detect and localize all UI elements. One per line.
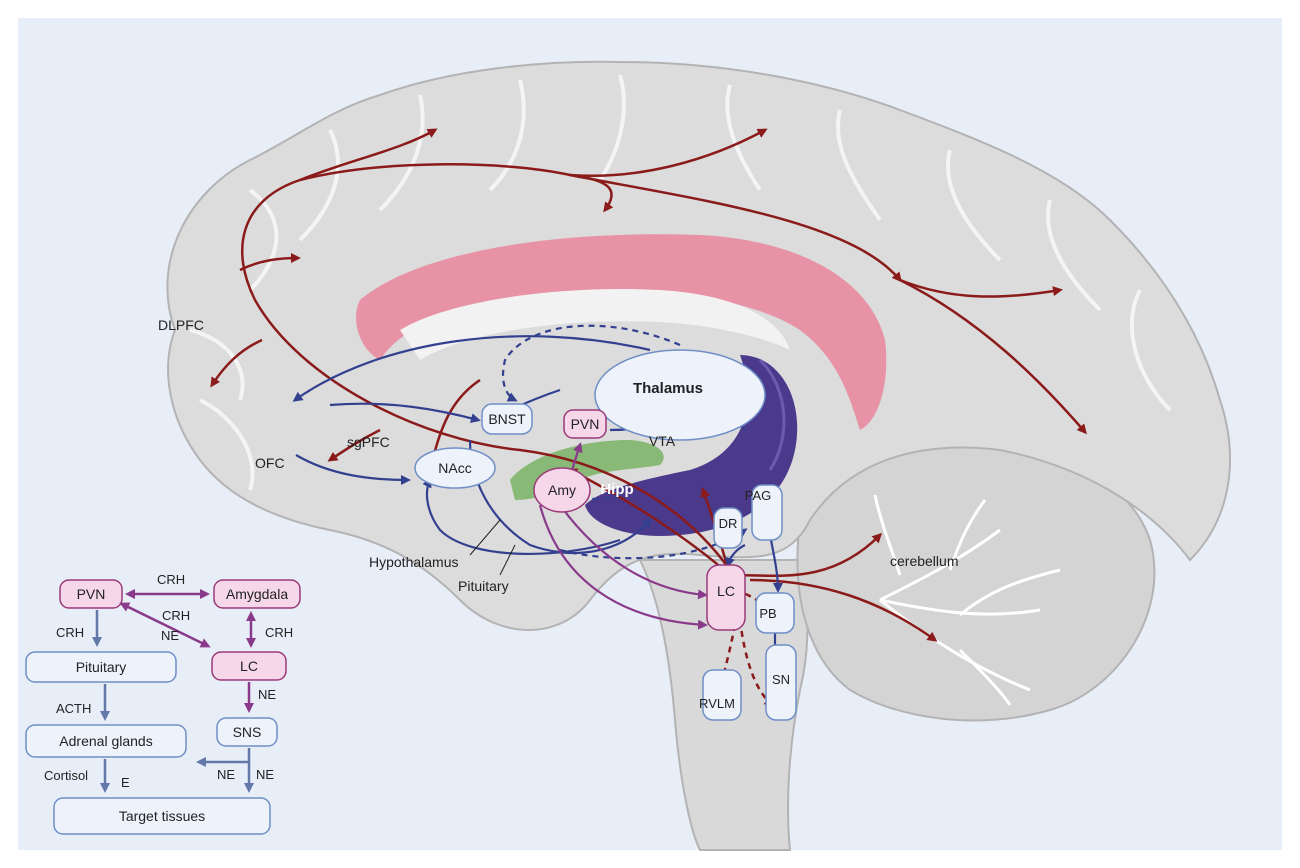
- pathway-pvn-box: [59, 579, 123, 609]
- cerebellum-label: cerebellum: [890, 553, 958, 569]
- pathway-pvn-label: PVN: [77, 586, 106, 602]
- blue-arrow-dlpfc: [292, 335, 651, 402]
- edge-crh-left: CRH: [56, 625, 84, 640]
- red-arrow-cortex: [241, 163, 902, 571]
- edge-crh-top: CRH: [157, 572, 185, 587]
- thalamus-node: [594, 349, 766, 441]
- pag-node: [751, 484, 783, 541]
- purple-arrow-amy-lc-2: [559, 504, 708, 600]
- gyri: [189, 74, 1172, 491]
- pathway-sns-label: SNS: [233, 724, 262, 740]
- sgpfc-label: sgPFC: [347, 434, 390, 450]
- edge-ne-lc: NE: [258, 687, 276, 702]
- pb-node: [755, 592, 795, 634]
- red-arrow-branch-6: [899, 278, 1063, 298]
- rvlm-node: [702, 669, 742, 721]
- pathway-pituitary-box: [25, 651, 177, 683]
- blue-arrow-pag-pb: [768, 534, 783, 593]
- pituitary-pointer: [499, 544, 516, 576]
- area-labels: DLPFC sgPFC OFC Hypothalamus Pituitary c…: [158, 317, 958, 594]
- hippocampus-fold: [758, 358, 786, 471]
- hypothalamus-label: Hypothalamus: [369, 554, 459, 570]
- red-dash-sn: [738, 619, 775, 707]
- dr-label: DR: [719, 516, 738, 531]
- amy-node: [533, 467, 591, 513]
- dr-node: [713, 507, 743, 549]
- cerebellum-arbor: [873, 494, 1061, 706]
- pathway-target-label: Target tissues: [119, 808, 205, 824]
- pathway-pituitary-label: Pituitary: [76, 659, 127, 675]
- pituitary-label: Pituitary: [458, 578, 509, 594]
- red-arrow-branch-2: [569, 128, 768, 177]
- edge-ne-right: NE: [256, 767, 274, 782]
- pathway-adrenal-box: [25, 724, 187, 758]
- pathway-target-box: [53, 797, 271, 835]
- edge-ne-mid: NE: [161, 628, 179, 643]
- red-arrow-lc-amy: [567, 468, 731, 576]
- edge-ne-left: NE: [217, 767, 235, 782]
- pathway-lc-label: LC: [240, 658, 258, 674]
- corpus-callosum: [356, 234, 887, 430]
- hipp-label: Hipp: [600, 481, 633, 498]
- lc-node: [706, 564, 746, 631]
- red-arrow-cerebellum-up: [729, 532, 883, 578]
- pathway-amygdala-box: [213, 579, 301, 609]
- pag-label: PAG: [745, 488, 772, 503]
- pathway-adrenal-label: Adrenal glands: [59, 733, 152, 749]
- edge-acth: ACTH: [56, 701, 91, 716]
- pathway-amygdala-label: Amygdala: [226, 586, 288, 602]
- nacc-label: NAcc: [438, 460, 471, 476]
- edge-e: E: [121, 775, 130, 790]
- hypothalamus-pointer: [469, 519, 501, 556]
- blue-arrow-ofc: [295, 454, 411, 485]
- red-arrow-branch-5: [210, 338, 263, 388]
- arrow-pvn-lc: [119, 602, 211, 648]
- red-arrow-sgpfc: [327, 428, 381, 462]
- sn-label: SN: [772, 672, 790, 687]
- purple-arrow-amy-lc: [538, 504, 708, 630]
- blue-arrow-nacc-return: [422, 477, 621, 556]
- pathway-lc-box: [211, 651, 287, 681]
- red-arrow-branch-4: [239, 253, 301, 272]
- blue-arrow-bnst-in: [329, 402, 481, 424]
- edge-crh-right: CRH: [265, 625, 293, 640]
- pathway-sns-box: [216, 717, 278, 747]
- blue-arrow-dr-lc: [725, 544, 746, 568]
- nacc-node: [414, 447, 496, 489]
- hpa-pathway: PVN Amygdala LC Pituitary Adrenal glands…: [25, 572, 301, 835]
- red-arrow-branch-3: [299, 128, 438, 182]
- red-arrow-cerebellum-down: [749, 578, 938, 642]
- dlpfc-label: DLPFC: [158, 317, 204, 333]
- vta-label: VTA: [649, 433, 676, 449]
- pathway-arrows: [92, 589, 256, 793]
- bnst-node: [481, 403, 533, 435]
- pb-label: PB: [759, 606, 776, 621]
- sn-node: [765, 644, 797, 721]
- bnst-label: BNST: [488, 411, 526, 427]
- edge-cortisol: Cortisol: [44, 768, 88, 783]
- red-projections: [210, 128, 1087, 642]
- amy-label: Amy: [548, 482, 576, 498]
- pvn-node: [563, 409, 607, 439]
- lateral-ventricle: [400, 289, 790, 360]
- lc-label: LC: [717, 583, 735, 599]
- cerebrum: [166, 60, 1231, 631]
- red-dash-rvlm: [715, 624, 737, 698]
- red-arrow-branch-7: [899, 278, 1087, 435]
- hippocampus: [585, 355, 798, 536]
- pvn-label: PVN: [571, 416, 600, 432]
- thalamus-label: Thalamus: [633, 380, 703, 397]
- ofc-label: OFC: [255, 455, 285, 471]
- rvlm-label: RVLM: [699, 696, 735, 711]
- region-nodes: Thalamus BNST PVN VTA NAcc Amy Hipp PAG …: [414, 349, 797, 721]
- edge-crh-mid: CRH: [162, 608, 190, 623]
